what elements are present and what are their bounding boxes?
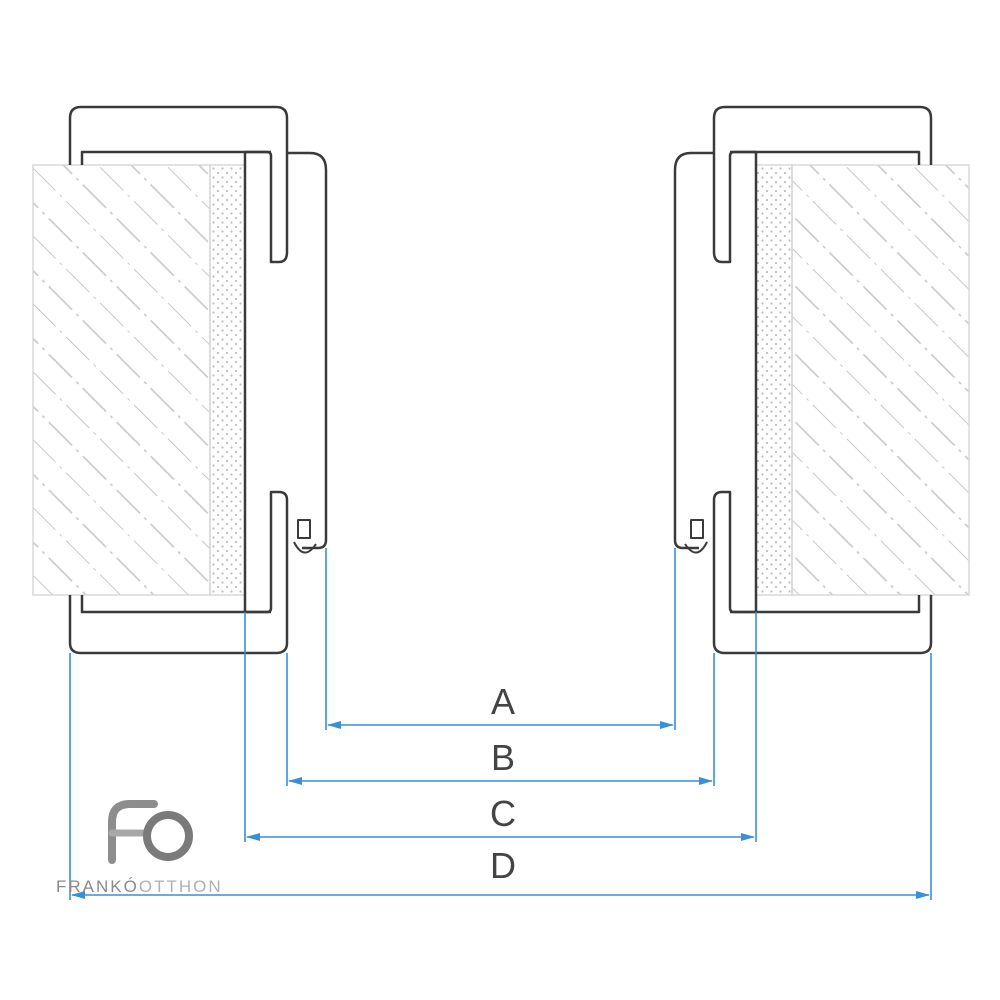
right-door-frame xyxy=(673,105,933,655)
dimension-label-c: C xyxy=(490,793,516,834)
right-wall-masonry xyxy=(791,164,970,596)
logo-brand-otthon: OTTHON xyxy=(139,877,223,896)
left-seal xyxy=(293,519,317,554)
left-wall-insulation xyxy=(209,164,246,596)
logo-brand-franko: FRANKÓ xyxy=(56,877,139,896)
left-door-leaf xyxy=(287,151,328,550)
left-door-frame xyxy=(68,105,328,655)
fo-monogram-icon xyxy=(108,800,193,864)
right-door-leaf xyxy=(673,151,714,550)
right-frame-top-cap xyxy=(712,105,933,264)
left-wall-masonry xyxy=(32,164,211,596)
dimension-label-a: A xyxy=(491,681,515,722)
franko-otthon-logo: FRANKÓOTTHON xyxy=(56,800,223,896)
right-seal xyxy=(684,519,708,554)
dimension-label-d: D xyxy=(490,845,516,886)
right-frame-inner-post xyxy=(730,150,758,614)
svg-text:FRANKÓOTTHON: FRANKÓOTTHON xyxy=(56,877,223,896)
dimension-label-b: B xyxy=(491,737,515,778)
left-frame-top-cap xyxy=(68,105,289,264)
left-frame-inner-post xyxy=(243,150,271,614)
dimension-lines xyxy=(69,548,932,900)
right-wall-insulation xyxy=(755,164,793,596)
left-frame-bottom-cap xyxy=(68,490,289,655)
left-wall-section xyxy=(32,164,246,596)
right-frame-bottom-cap xyxy=(712,490,933,655)
right-wall-section xyxy=(755,164,970,596)
